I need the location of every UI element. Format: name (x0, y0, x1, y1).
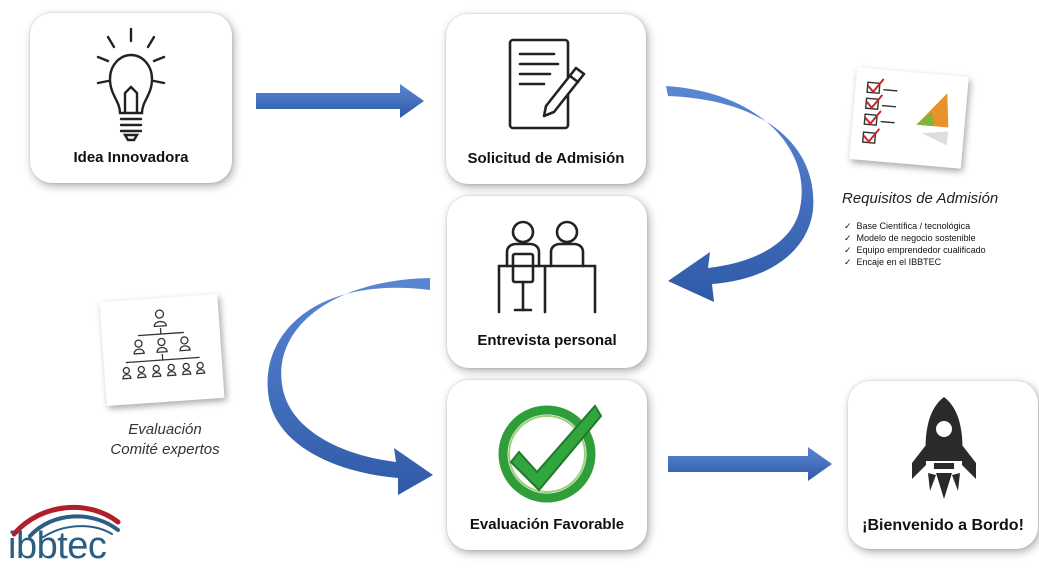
evaluacion-photo (99, 294, 225, 406)
step-label-idea: Idea Innovadora (73, 149, 189, 166)
step-card-solicitud: Solicitud de Admisión (446, 14, 646, 184)
step-card-bienvenido: ¡Bienvenido a Bordo! (848, 381, 1038, 549)
step-card-entrevista: Entrevista personal (447, 196, 647, 368)
step-card-favorable: Evaluación Favorable (447, 380, 647, 550)
requisito-item: Base Científica / tecnológica (844, 220, 986, 232)
step-card-idea: Idea Innovadora (30, 13, 232, 183)
org-chart-icon (122, 309, 206, 380)
step-label-entrevista: Entrevista personal (477, 332, 617, 349)
checklist-chart-icon (861, 78, 949, 146)
rocket-icon (912, 397, 976, 499)
requisitos-title: Requisitos de Admisión (842, 190, 999, 207)
arrow-solicitud-to-entrevista (666, 86, 814, 302)
evaluacion-caption: Evaluación Comité expertos (105, 420, 225, 460)
lightbulb-icon (96, 27, 166, 142)
requisitos-list: Base Científica / tecnológica Modelo de … (844, 220, 986, 268)
requisito-item: Equipo emprendedor cualificado (844, 244, 986, 256)
interview-icon (497, 220, 597, 314)
document-pencil-icon (508, 38, 586, 130)
evaluacion-caption-line1: Evaluación (128, 421, 202, 438)
arrow-favorable-to-bienvenido (668, 447, 832, 481)
ibbtec-logo-arcs (12, 504, 121, 538)
green-check-icon (498, 404, 603, 503)
step-label-favorable: Evaluación Favorable (469, 516, 625, 533)
step-label-solicitud: Solicitud de Admisión (467, 150, 625, 167)
ibbtec-logo-text: ibbtec (8, 525, 107, 567)
requisito-item: Encaje en el IBBTEC (844, 256, 986, 268)
requisitos-photo (849, 67, 969, 169)
requisito-item: Modelo de negocio sostenible (844, 232, 986, 244)
evaluacion-caption-line2: Comité expertos (110, 441, 220, 458)
arrow-idea-to-solicitud (256, 84, 424, 118)
step-label-bienvenido: ¡Bienvenido a Bordo! (862, 517, 1024, 534)
arrow-entrevista-to-favorable (267, 278, 433, 495)
